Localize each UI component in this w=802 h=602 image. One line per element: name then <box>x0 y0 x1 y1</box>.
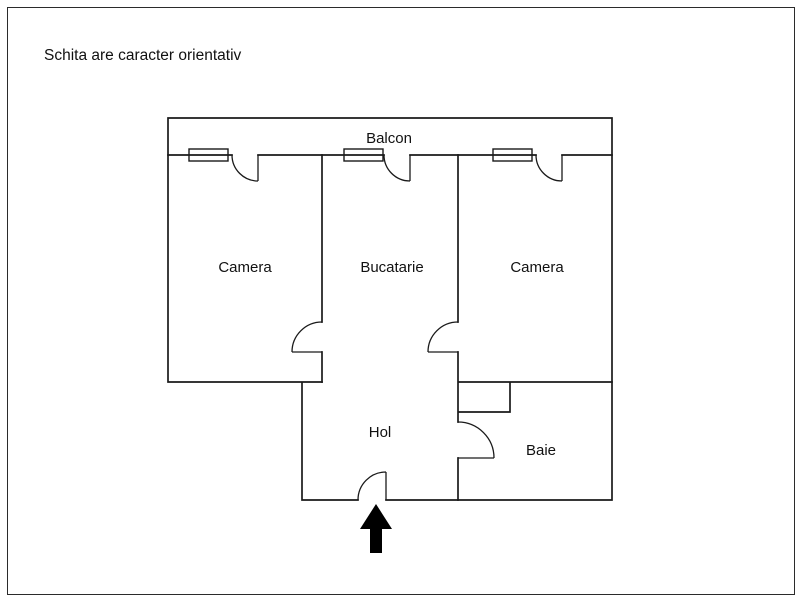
door-arc-camera-left-balcony <box>231 154 259 182</box>
door-arc-bucatarie-balcony <box>383 154 411 182</box>
door-arc-camera-right <box>427 321 459 353</box>
room-label-bucatarie: Bucatarie <box>360 259 423 276</box>
interior-walls <box>321 154 613 501</box>
entrance-arrow-icon <box>360 504 392 553</box>
door-arc-entrance <box>357 471 387 501</box>
door-arc-camera-right-balcony <box>535 154 563 182</box>
room-label-balcon: Balcon <box>366 130 412 147</box>
room-label-hol: Hol <box>369 424 392 441</box>
exterior-walls <box>167 117 613 501</box>
door-arc-baie <box>457 421 495 459</box>
room-label-camera-right: Camera <box>510 259 564 276</box>
page-border <box>7 7 795 595</box>
room-label-camera-left: Camera <box>218 259 272 276</box>
room-label-baie: Baie <box>526 442 556 459</box>
door-arc-camera-left <box>291 321 323 353</box>
page-title: Schita are caracter orientativ <box>44 47 242 64</box>
